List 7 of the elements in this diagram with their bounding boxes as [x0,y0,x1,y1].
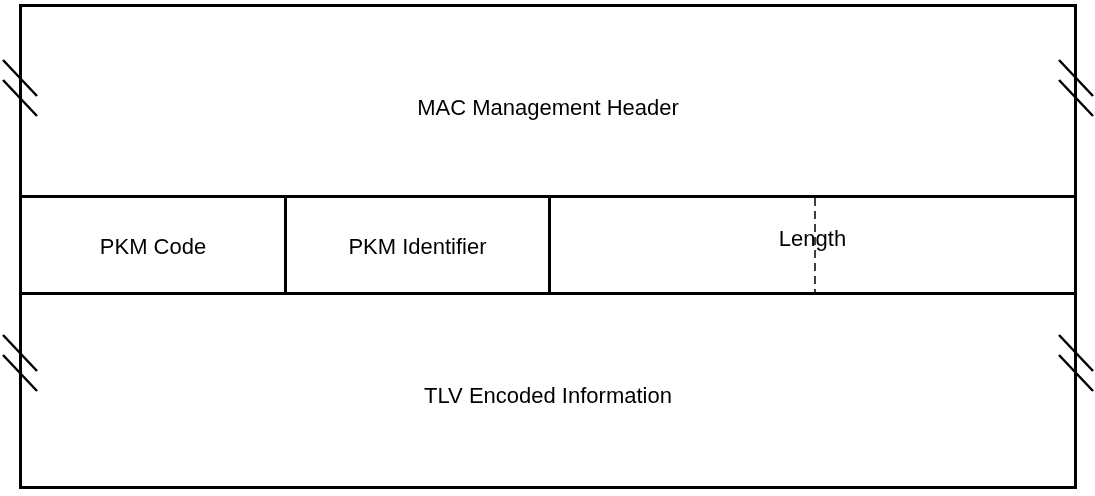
field-label: TLV Encoded Information [424,383,672,409]
field-box [19,4,1077,198]
field-box [19,292,1077,489]
field-label: PKM Code [99,234,207,260]
field-label: MAC Management Header [417,95,679,121]
field-label: PKM Identifier [348,234,487,260]
field-label: Length [778,226,847,252]
